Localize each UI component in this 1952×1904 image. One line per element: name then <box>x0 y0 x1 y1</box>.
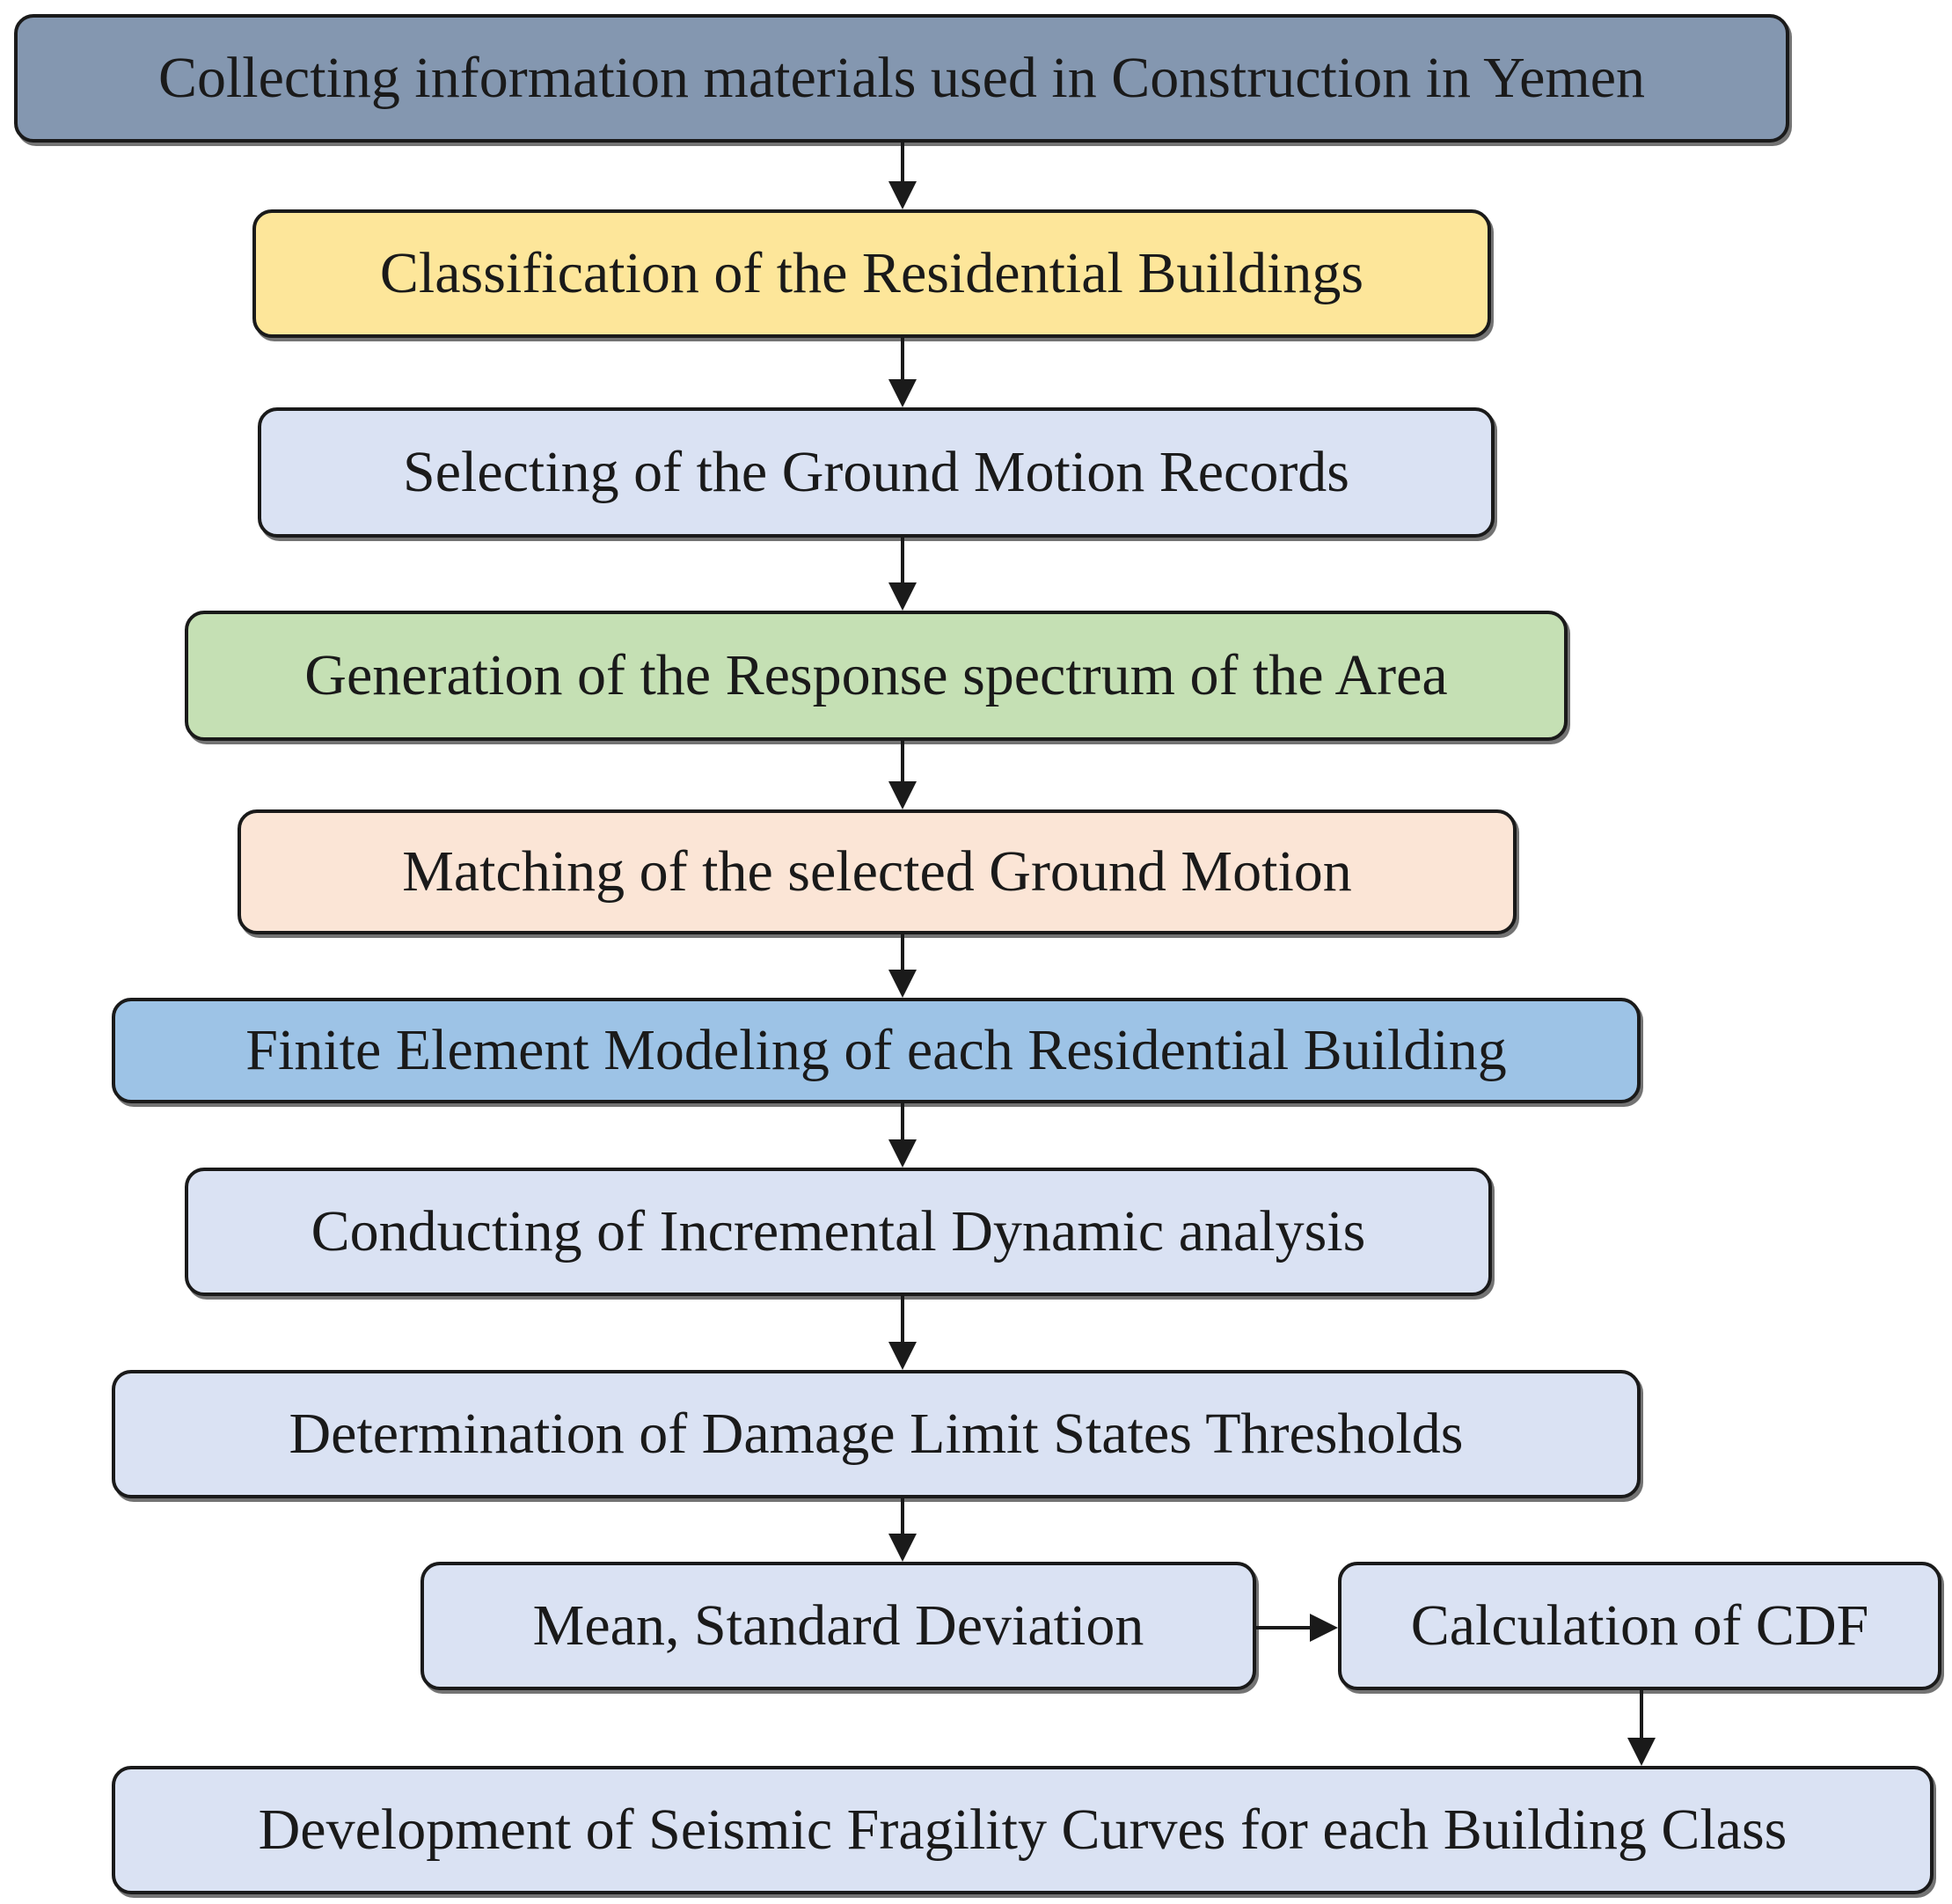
step-label: Finite Element Modeling of each Resident… <box>245 1018 1507 1082</box>
step-damage-limit-states: Determination of Damage Limit States Thr… <box>112 1370 1641 1498</box>
step-label: Determination of Damage Limit States Thr… <box>289 1402 1464 1466</box>
step-incremental-dynamic-analysis: Conducting of Incremental Dynamic analys… <box>185 1168 1492 1296</box>
step-mean-standard-deviation: Mean, Standard Deviation <box>420 1562 1256 1690</box>
step-label: Selecting of the Ground Motion Records <box>403 440 1349 504</box>
step-label: Generation of the Response spectrum of t… <box>304 643 1448 707</box>
step-label: Conducting of Incremental Dynamic analys… <box>311 1199 1366 1263</box>
step-calculation-cdf: Calculation of CDF <box>1338 1562 1941 1690</box>
step-label: Matching of the selected Ground Motion <box>402 839 1352 904</box>
step-matching-ground-motion: Matching of the selected Ground Motion <box>238 809 1517 934</box>
step-classification: Classification of the Residential Buildi… <box>252 209 1491 338</box>
step-label: Development of Seismic Fragility Curves … <box>258 1798 1788 1862</box>
step-label: Mean, Standard Deviation <box>532 1593 1144 1658</box>
step-fragility-curves: Development of Seismic Fragility Curves … <box>112 1766 1934 1894</box>
step-finite-element-modeling: Finite Element Modeling of each Resident… <box>112 998 1641 1103</box>
step-label: Calculation of CDF <box>1410 1593 1869 1658</box>
step-collecting-information: Collecting information materials used in… <box>14 14 1789 143</box>
step-response-spectrum: Generation of the Response spectrum of t… <box>185 611 1568 741</box>
step-selecting-ground-motion: Selecting of the Ground Motion Records <box>258 407 1495 538</box>
step-label: Collecting information materials used in… <box>157 46 1646 110</box>
step-label: Classification of the Residential Buildi… <box>379 241 1364 305</box>
